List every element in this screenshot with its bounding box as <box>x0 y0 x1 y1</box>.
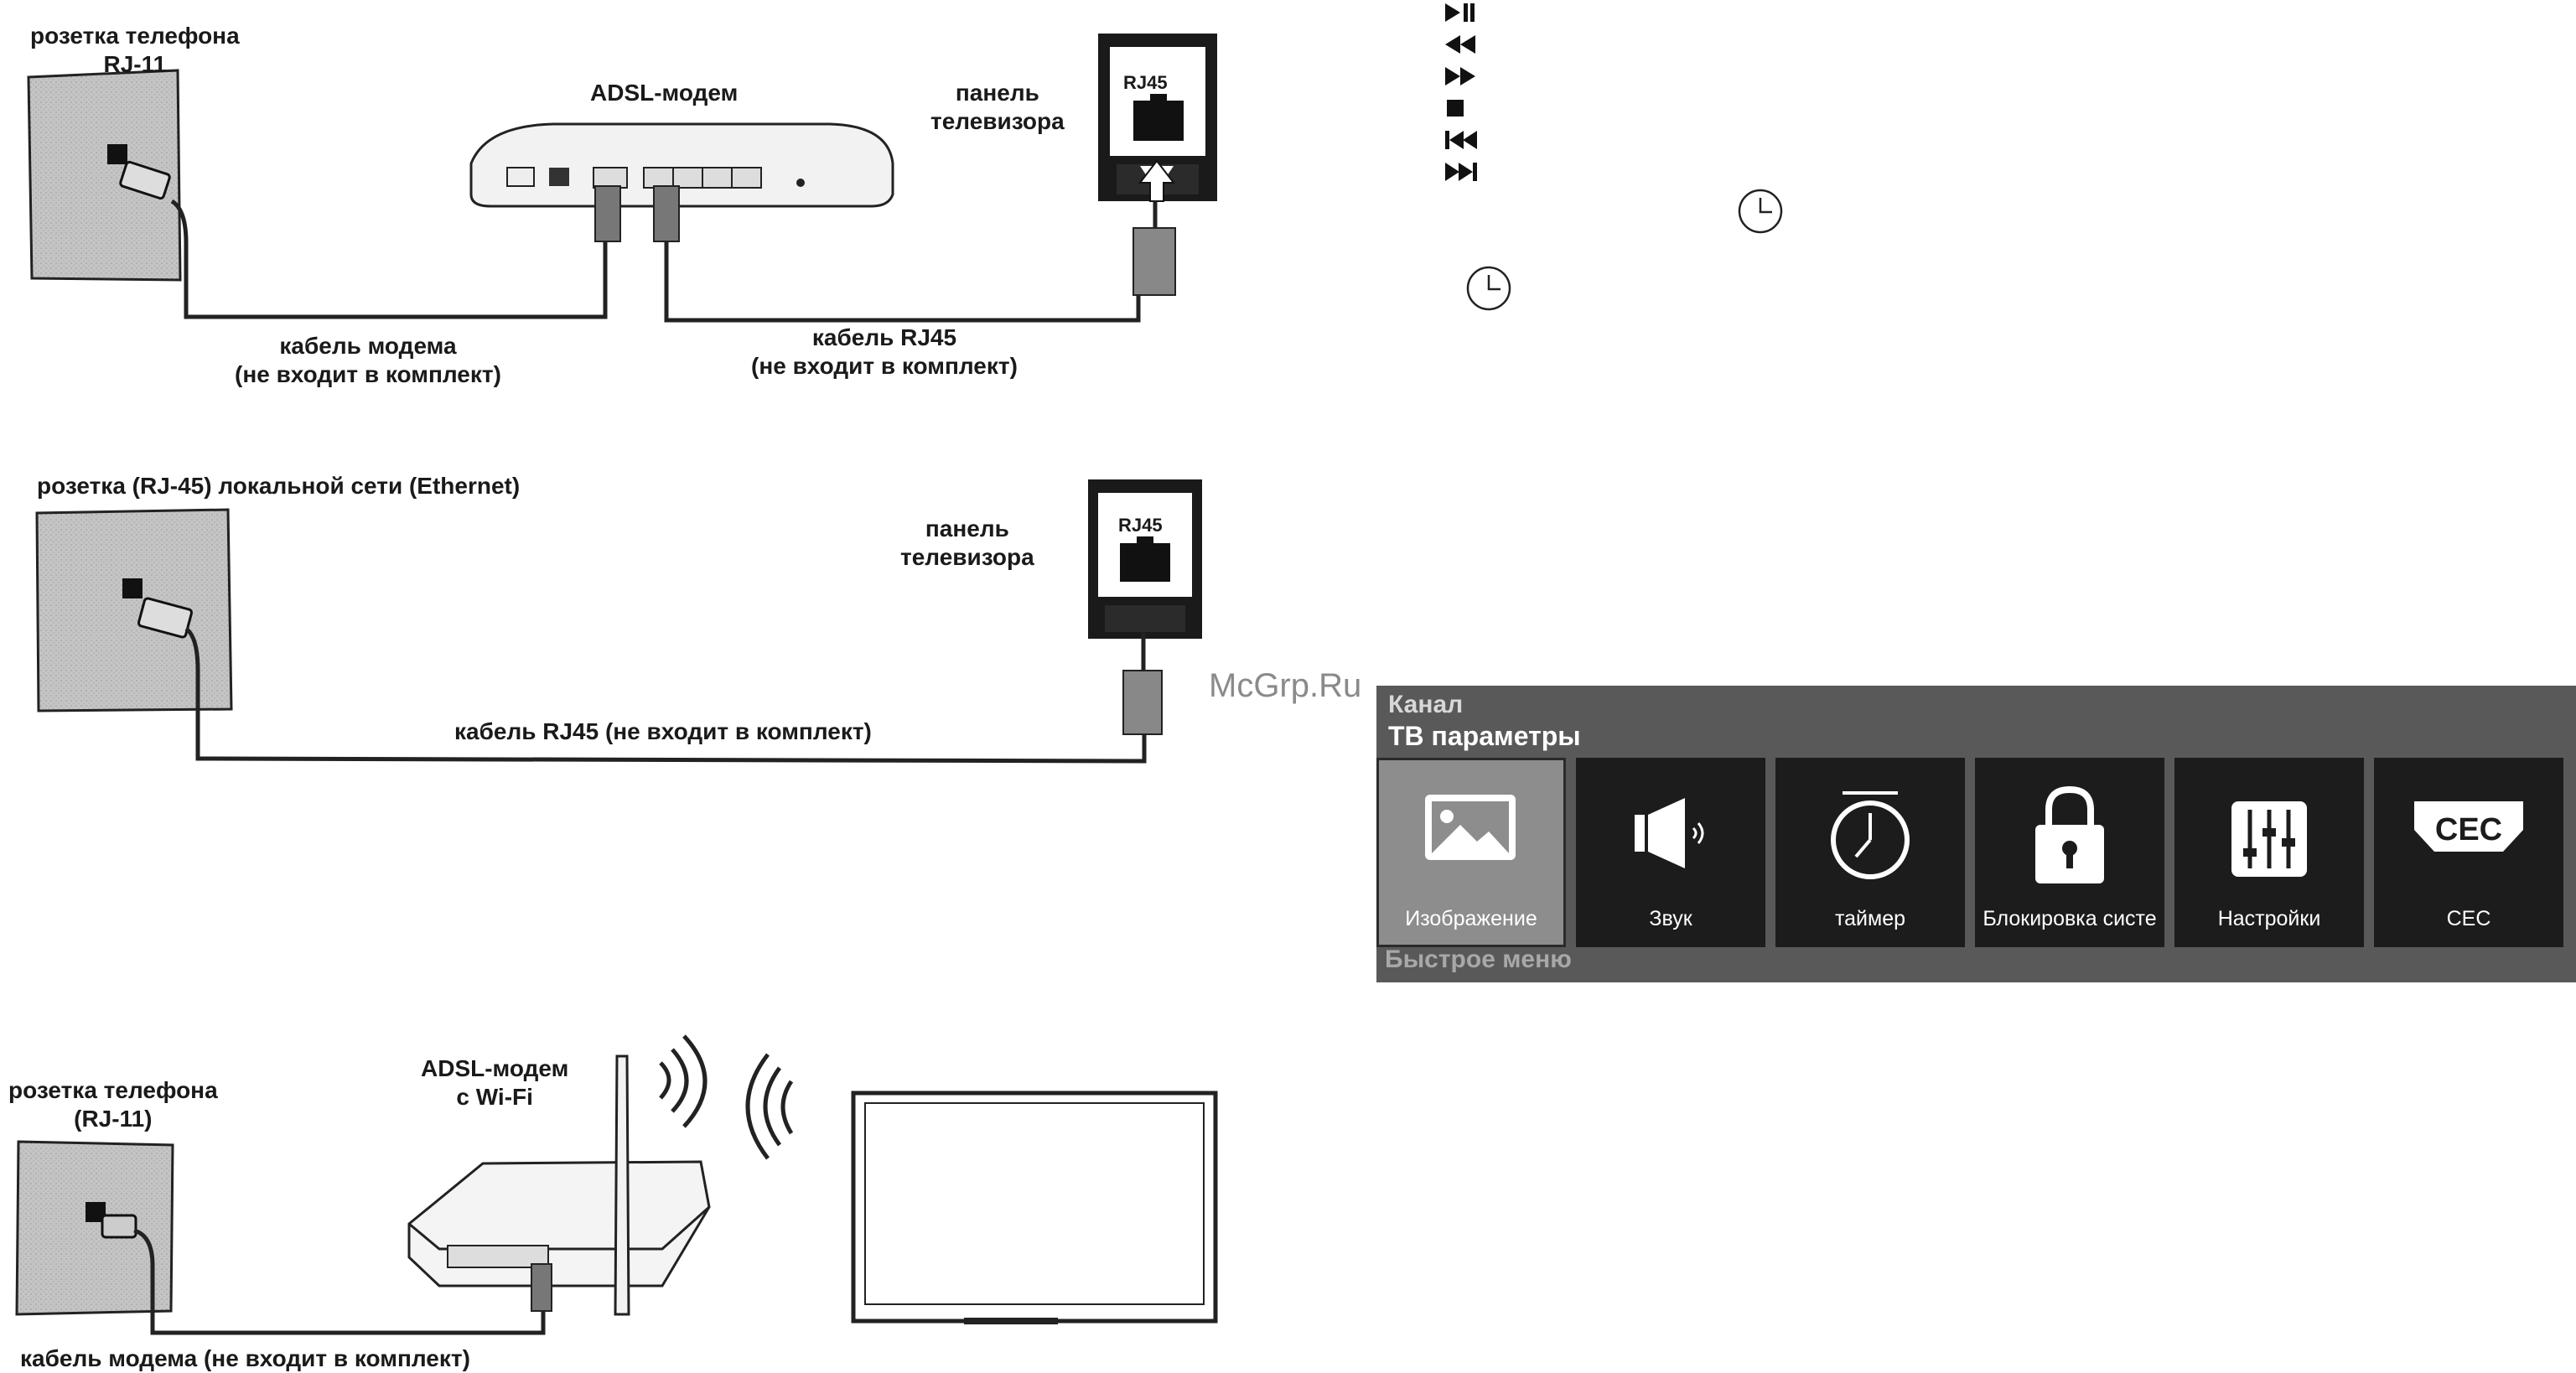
rj45-cable-1 <box>664 241 1141 323</box>
menu-item-label: таймер <box>1834 907 1906 930</box>
menu-item-label: CEC <box>2446 907 2491 930</box>
modem-label-3: ADSL-модем с Wi-Fi <box>421 1055 569 1110</box>
menu-item-label: Настройки <box>2217 907 2321 930</box>
quick-menu-label[interactable]: Быстрое меню <box>1385 946 1572 973</box>
picture-icon <box>1425 795 1516 860</box>
wifi-router <box>407 1054 711 1316</box>
sliders-icon <box>2231 801 2307 877</box>
menu-item-cec[interactable]: CEC CEC <box>2374 758 2563 947</box>
menu-item-sound[interactable]: Звук <box>1576 758 1765 947</box>
clock-icon <box>1466 266 1511 311</box>
menu-item-lock[interactable]: Блокировка систе <box>1975 758 2164 947</box>
fast-forward-icon <box>1445 67 1475 85</box>
menu-item-picture[interactable]: Изображение <box>1376 758 1566 947</box>
tv-port-label-2: RJ45 <box>1118 515 1163 536</box>
adsl-modem-1 <box>469 122 894 242</box>
cable-label-3: кабель модема (не входит в комплект) <box>20 1345 470 1371</box>
tv-port-label-1: RJ45 <box>1123 72 1168 93</box>
tv-panel-label-1: панель телевизора <box>930 80 1065 134</box>
menu-top-label[interactable]: Канал <box>1388 691 1464 718</box>
menu-tiles: Изображение Звук таймер <box>1376 758 2576 947</box>
rewind-icon <box>1445 35 1475 54</box>
menu-item-label: Звук <box>1649 907 1692 930</box>
speaker-icon <box>1635 798 1704 868</box>
stop-icon <box>1447 100 1464 117</box>
lock-icon <box>2035 785 2104 883</box>
menu-item-label: Изображение <box>1405 907 1537 930</box>
watermark: McGrp.Ru <box>1209 667 1362 704</box>
cec-icon: CEC <box>2414 801 2523 852</box>
tv-settings-menu: Канал ТВ параметры Изображение Звук <box>1376 686 2576 982</box>
modem-cable-1 <box>170 199 608 319</box>
play-pause-icon <box>1445 3 1475 22</box>
modem-cable-3 <box>133 1228 546 1335</box>
timer-icon <box>1831 791 1910 879</box>
connection-diagrams <box>15 34 1218 1335</box>
previous-icon <box>1445 131 1477 149</box>
clock-icon <box>1738 189 1783 234</box>
menu-item-settings[interactable]: Настройки <box>2174 758 2364 947</box>
rj45-cable-label-1: кабель RJ45 (не входит в комплект) <box>751 324 1018 379</box>
modem-cable-label-1: кабель модема (не входит в комплект) <box>235 333 501 387</box>
modem-label-1: ADSL-модем <box>590 80 739 106</box>
next-icon <box>1445 163 1477 181</box>
wall-socket-panel-1 <box>27 69 182 282</box>
rj45-cable-2 <box>184 626 1147 764</box>
wall-socket-label-2: розетка (RJ-45) локальной сети (Ethernet… <box>37 473 521 499</box>
wall-socket-panel-2 <box>35 508 233 712</box>
wall-socket-label-1: розетка телефона RJ-11 <box>30 23 240 77</box>
tv-panel-label-2: панель телевизора <box>900 516 1034 570</box>
cec-icon-text: CEC <box>2435 812 2502 847</box>
wall-socket-panel-3 <box>15 1140 174 1316</box>
cable-label-2: кабель RJ45 (не входит в комплект) <box>454 718 872 744</box>
tv-set <box>851 1091 1218 1324</box>
menu-title: ТВ параметры <box>1388 721 1581 751</box>
menu-item-timer[interactable]: таймер <box>1775 758 1965 947</box>
menu-item-label: Блокировка систе <box>1983 907 2157 930</box>
tv-panel-1 <box>1098 34 1217 296</box>
wifi-waves-icon <box>659 1034 794 1160</box>
tv-panel-2 <box>1088 479 1202 735</box>
wall-socket-label-3: розетка телефона (RJ-11) <box>8 1077 218 1132</box>
